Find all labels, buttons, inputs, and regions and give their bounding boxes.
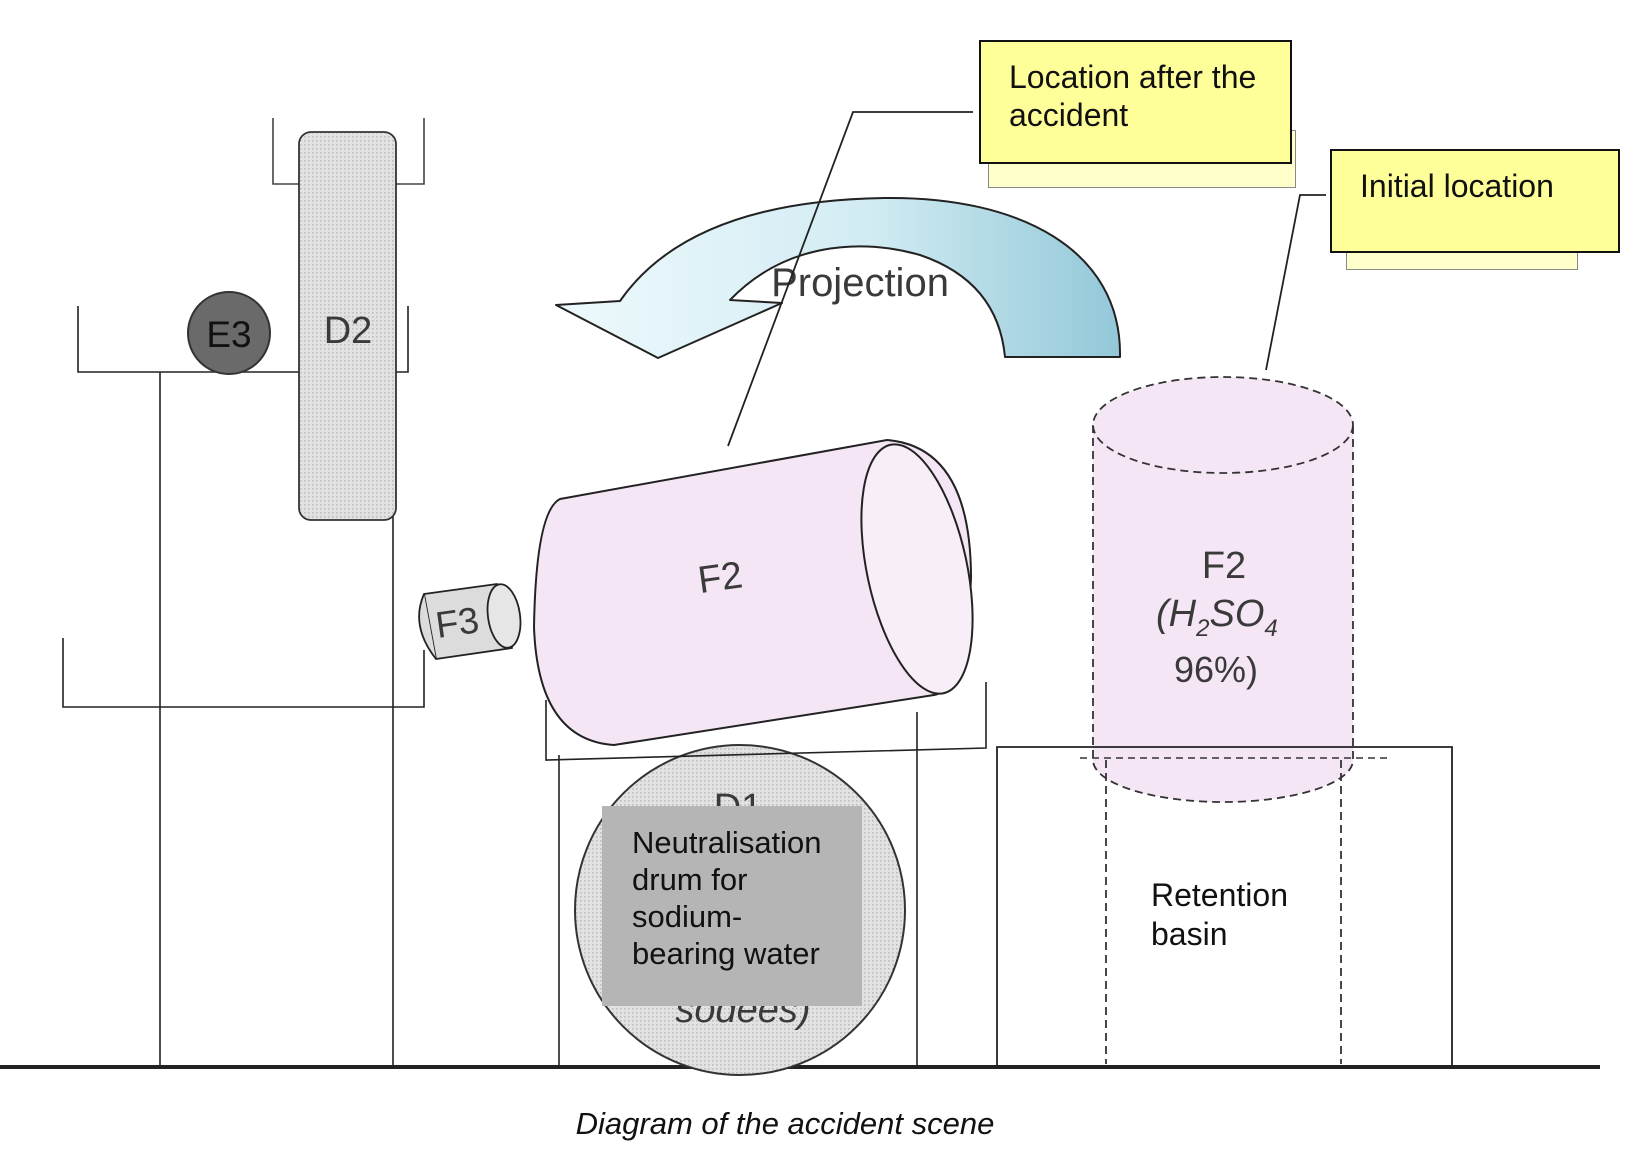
f2-initial-label: F2 — [1202, 545, 1246, 587]
retention-basin-label: Retention basin — [1151, 877, 1288, 952]
f2-cradle — [545, 682, 987, 761]
f2-cylinder-after-end — [860, 443, 974, 695]
note-after-accident-text: Location after the accident — [1009, 59, 1257, 133]
neutralisation-label-box: Neutralisation drum for sodium-bearing w… — [602, 806, 862, 1006]
h2so4-sub4: 4 — [1264, 615, 1277, 642]
h2so4-so: SO — [1209, 593, 1264, 635]
note-initial-location-text: Initial location — [1360, 168, 1554, 204]
f3-label: F3 — [433, 599, 481, 646]
d2-column — [298, 131, 397, 521]
projection-arrow — [555, 196, 1122, 359]
note-initial-location: Initial location — [1330, 149, 1620, 253]
leader-initial-location — [1265, 194, 1326, 371]
f2-after-label: F2 — [695, 554, 745, 602]
note-after-accident: Location after the accident — [979, 40, 1292, 164]
e3-sphere — [187, 291, 271, 375]
h2so4-formula: (H2SO4 — [1156, 593, 1278, 642]
lower-shelf — [62, 638, 425, 708]
neutralisation-label-text: Neutralisation drum for sodium-bearing w… — [632, 825, 822, 971]
diagram-caption: Diagram of the accident scene — [575, 1106, 995, 1141]
concentration-label: 96%) — [1174, 649, 1258, 690]
f3-cylinder-end — [486, 583, 522, 649]
e3-label: E3 — [206, 314, 251, 355]
leader-after-accident — [727, 111, 973, 447]
f3-cylinder-left-cap — [418, 593, 437, 660]
d2-label: D2 — [324, 310, 373, 352]
retention-basin — [996, 746, 1453, 1067]
h2so4-open: (H — [1156, 593, 1197, 635]
projection-label: Projection — [771, 261, 949, 305]
f2-cylinder-initial-top — [1092, 376, 1354, 474]
h2so4-sub2: 2 — [1195, 615, 1209, 642]
